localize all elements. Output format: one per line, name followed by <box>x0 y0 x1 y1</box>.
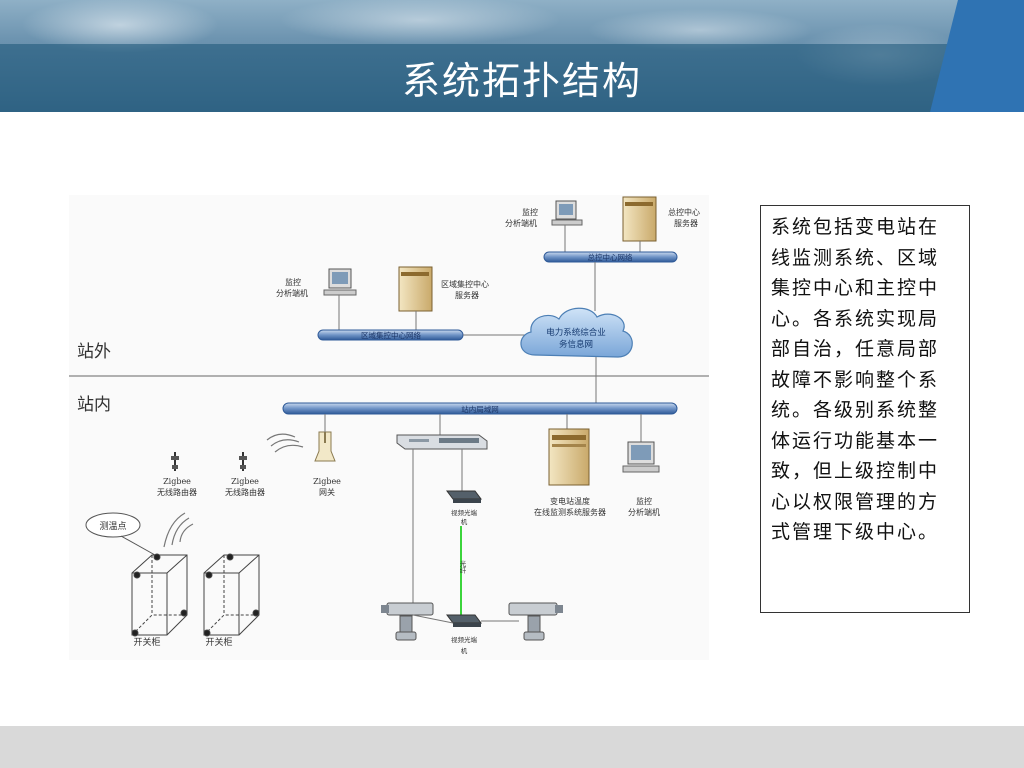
station-server-label-1: 变电站温度 <box>550 496 590 506</box>
optical-top-label-2: 机 <box>461 517 468 526</box>
temperature-point-label: 测温点 <box>99 521 126 532</box>
zigbee-gateway: Zigbee 网关 <box>313 431 341 497</box>
cloud-label-2: 务信息网 <box>559 339 593 350</box>
switch-cabinet-2: 开关柜 <box>203 553 260 648</box>
switch-cabinet-1: 开关柜 <box>131 553 188 648</box>
topology-diagram: 站外 站内 监控 分析端机 总控中心 服务器 总控中心网络 监控 分析端机 <box>69 195 709 660</box>
station-server-label-2: 在线监测系统服务器 <box>534 507 606 517</box>
power-info-network-cloud: 电力系统综合业 务信息网 <box>520 307 633 358</box>
regional-monitor-label-2: 分析端机 <box>276 288 308 298</box>
zigbee-router-1: Zigbee 无线路由器 <box>157 452 197 497</box>
fiber-label: 光纤 <box>458 559 466 575</box>
station-monitor-terminal: 监控 分析端机 <box>622 441 660 517</box>
zone-inside-label: 站内 <box>77 395 111 415</box>
station-monitor-label-1: 监控 <box>636 496 652 506</box>
temperature-point-callout: 测温点 <box>85 512 156 556</box>
station-lan-bus <box>282 402 678 415</box>
ptz-camera-right <box>508 602 563 641</box>
hq-monitor-label-1: 监控 <box>522 207 538 217</box>
ptz-camera-left <box>381 602 434 641</box>
cabinet-2-label: 开关柜 <box>205 636 232 648</box>
regional-monitor-terminal: 监控 分析端机 <box>276 268 357 298</box>
zigbee-router-2-label-1: Zigbee <box>231 477 259 486</box>
wireless-waves-cabinet <box>163 512 194 548</box>
optical-bottom-label-2: 机 <box>461 646 468 655</box>
station-lan-label: 站内局域网 <box>461 404 499 414</box>
zigbee-router-1-label-1: Zigbee <box>163 477 191 486</box>
optical-transceiver-top: 视频光端 机 <box>446 490 482 526</box>
zone-outside-label: 站外 <box>77 342 111 362</box>
description-text-box: 系统包括变电站在线监测系统、区域集控中心和主控中心。各系统实现局部自治，任意局部… <box>760 205 970 613</box>
hq-server-label-2: 服务器 <box>674 218 698 228</box>
camera-left-link <box>412 614 454 624</box>
regional-network-label: 区域集控中心网络 <box>361 330 421 340</box>
network-switch <box>396 414 488 450</box>
regional-monitor-label-1: 监控 <box>285 277 301 287</box>
slide-title: 系统拓扑结构 <box>401 59 642 103</box>
zigbee-router-1-label-2: 无线路由器 <box>157 487 197 497</box>
station-monitor-label-2: 分析端机 <box>628 507 660 517</box>
hq-network-label: 总控中心网络 <box>588 252 633 262</box>
hq-server-label-1: 总控中心 <box>668 207 700 217</box>
station-temperature-server: 变电站温度 在线监测系统服务器 <box>534 428 606 517</box>
zigbee-router-2: Zigbee 无线路由器 <box>225 452 265 497</box>
cabinet-1-label: 开关柜 <box>133 636 160 648</box>
hq-monitor-terminal: 监控 分析端机 <box>505 200 583 228</box>
cloud-label-1: 电力系统综合业 <box>546 327 606 338</box>
footer-bar <box>0 726 1024 768</box>
regional-server-label-1: 区域集控中心 <box>441 279 489 289</box>
zigbee-router-2-label-2: 无线路由器 <box>225 487 265 497</box>
zigbee-gateway-label-1: Zigbee <box>313 477 341 486</box>
optical-bottom-label-1: 视频光端 <box>451 635 478 644</box>
wireless-waves-top <box>266 433 304 453</box>
zigbee-gateway-label-2: 网关 <box>319 487 335 497</box>
regional-server-label-2: 服务器 <box>455 290 479 300</box>
optical-top-label-1: 视频光端 <box>451 508 478 517</box>
hq-monitor-label-2: 分析端机 <box>505 218 537 228</box>
hq-network-bus <box>543 251 678 263</box>
title-strip <box>0 44 1024 112</box>
title-banner <box>0 0 1024 112</box>
regional-server: 区域集控中心 服务器 <box>398 266 489 312</box>
hq-server: 总控中心 服务器 <box>622 196 700 242</box>
optical-transceiver-bottom: 视频光端 机 <box>446 614 482 655</box>
